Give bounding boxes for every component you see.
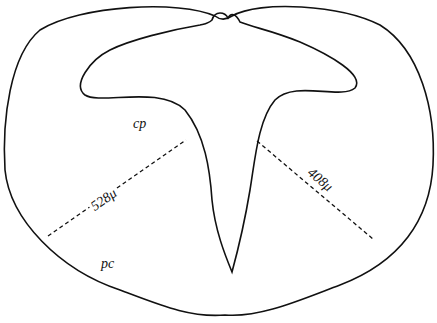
dimension-label: 408μ <box>303 164 338 197</box>
dimension-label: 528μ <box>86 184 121 215</box>
region-label: pc <box>99 256 116 272</box>
measure-line-left <box>48 140 186 236</box>
measure-line-right <box>257 141 373 239</box>
white-matter-outline <box>4 6 433 315</box>
region-label: cp <box>131 116 148 132</box>
grey-matter-outline <box>81 13 357 272</box>
